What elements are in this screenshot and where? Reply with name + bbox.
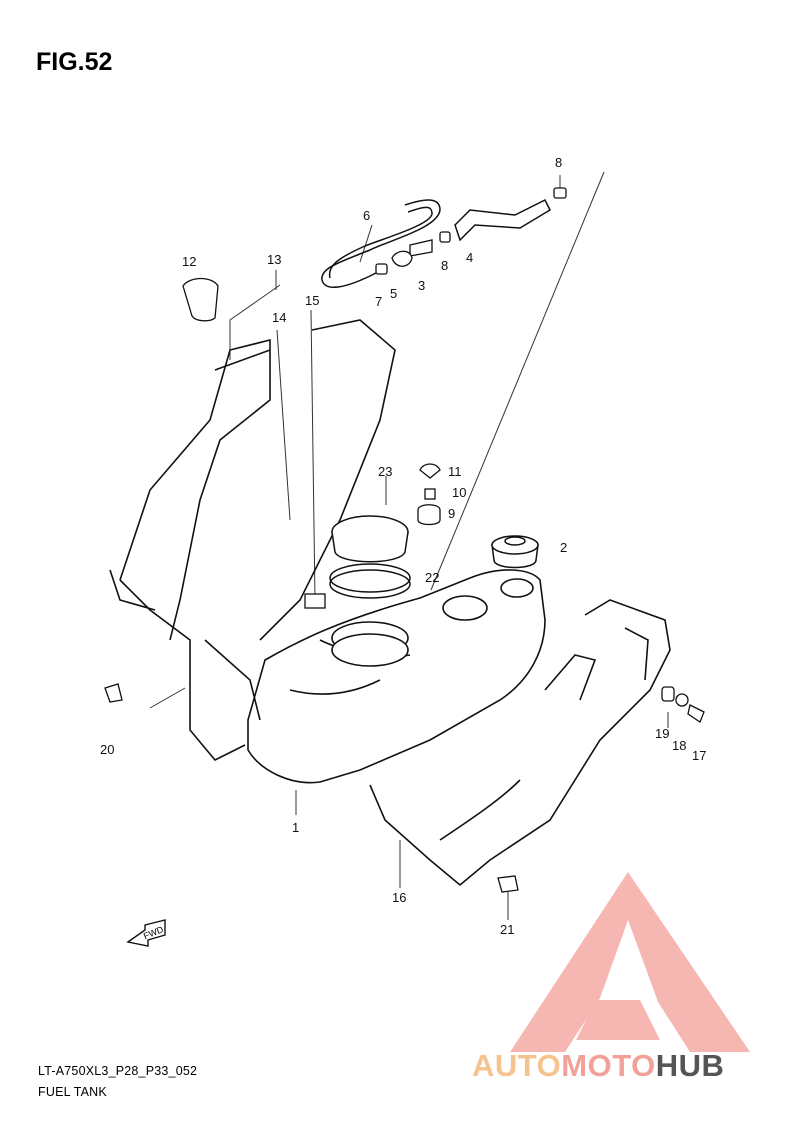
callout-18: 18	[672, 738, 686, 753]
figure-model-code: LT-A750XL3_P28_P33_052	[38, 1064, 198, 1078]
callout-1: 1	[292, 820, 299, 835]
brand-part-hub: HUB	[655, 1048, 725, 1083]
figure-title: FIG.52	[36, 48, 113, 76]
callout-15: 15	[305, 293, 319, 308]
callout-19: 19	[655, 726, 669, 741]
leader-lines	[149, 171, 669, 920]
watermark-logo-icon	[510, 872, 750, 1052]
callout-2: 2	[560, 540, 567, 555]
callout-13: 13	[267, 252, 281, 267]
filler-ring	[329, 515, 411, 599]
forward-arrow-icon: FWD	[126, 919, 166, 947]
right-side-cover	[369, 599, 671, 887]
callout-8-top: 8	[555, 155, 562, 170]
watermark-brand: AUTOMOTOHUB	[472, 1048, 724, 1084]
left-frame-cover	[109, 319, 396, 761]
callout-4: 4	[466, 250, 473, 265]
callout-22: 22	[425, 570, 439, 585]
small-fittings	[104, 187, 705, 893]
figure-name: FUEL TANK	[38, 1085, 107, 1099]
callout-20: 20	[100, 742, 114, 757]
brand-part-auto: AUTO	[472, 1048, 562, 1083]
callout-14: 14	[272, 310, 286, 325]
brand-part-moto: MOTO	[561, 1048, 656, 1083]
callout-9: 9	[448, 506, 455, 521]
callout-3: 3	[418, 278, 425, 293]
callout-7: 7	[375, 294, 382, 309]
callout-10: 10	[452, 485, 466, 500]
callout-5: 5	[390, 286, 397, 301]
callout-21: 21	[500, 922, 514, 937]
callout-8-lower: 8	[441, 258, 448, 273]
fuel-cap-icon	[491, 535, 539, 569]
callout-12: 12	[182, 254, 196, 269]
fuel-tank-body	[247, 569, 546, 784]
callout-11: 11	[448, 464, 462, 479]
callout-labels: 1 2 3 4 5 6 7 8 8 9 10 11 12 13 14 15 16…	[100, 155, 706, 937]
callout-23: 23	[378, 464, 392, 479]
breather-hose	[321, 198, 551, 288]
callout-16: 16	[392, 890, 406, 905]
callout-6: 6	[363, 208, 370, 223]
callout-17: 17	[692, 748, 706, 763]
